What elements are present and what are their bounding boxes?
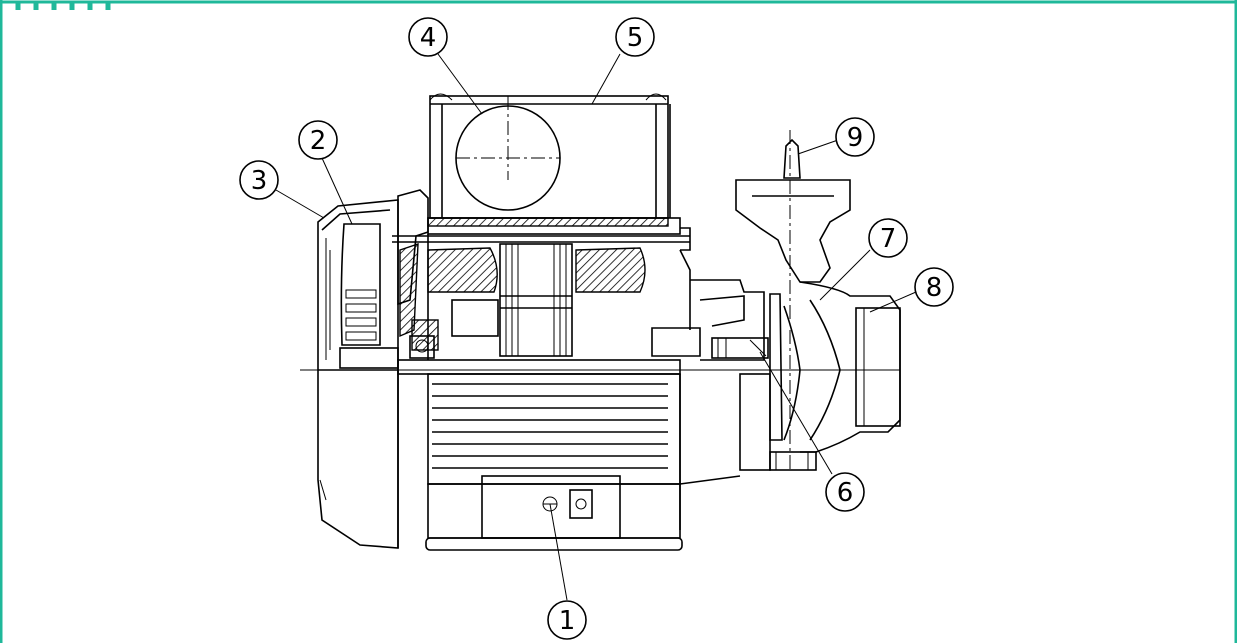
callout-1: 1 [547,600,587,640]
callout-9: 9 [835,117,875,157]
callout-5: 5 [615,17,655,57]
mechanical-seal [711,337,769,359]
leader-1 [549,503,568,601]
callout-5-label: 5 [627,23,644,53]
fan-cover [317,199,399,549]
callout-6: 6 [825,472,865,512]
pump-adapter [690,279,771,471]
leader-7 [819,249,871,301]
callout-3: 3 [239,160,279,200]
impeller [769,130,801,470]
leader-4 [437,53,483,115]
callout-8-label: 8 [926,273,943,303]
leader-3 [275,189,325,219]
fan-impeller [339,223,399,369]
priming-plug [783,138,801,179]
callout-4-label: 4 [420,23,437,53]
stator-winding [427,247,646,337]
rear-end-shield [397,189,439,359]
callout-1-label: 1 [559,606,576,636]
callout-2: 2 [298,120,338,160]
callout-4: 4 [408,17,448,57]
leader-8 [869,291,917,313]
motor-base [425,374,741,551]
callout-9-label: 9 [847,123,864,153]
callout-6-label: 6 [837,478,854,508]
leader-2 [321,157,353,225]
leader-9 [797,139,839,155]
callout-8: 8 [914,267,954,307]
pump-casing [735,179,901,471]
rotor-core [499,243,573,357]
front-bearing-housing [651,249,701,357]
leader-5 [591,53,621,105]
leader-lines [275,53,917,601]
callout-7-label: 7 [880,224,897,254]
callout-7: 7 [868,218,908,258]
terminal-box [429,93,671,219]
cable-gland [455,96,561,211]
callout-3-label: 3 [251,166,268,196]
leader-6 [759,351,833,475]
cooling-fins [427,373,681,485]
callout-2-label: 2 [310,126,327,156]
rear-housing-lower [318,369,399,548]
